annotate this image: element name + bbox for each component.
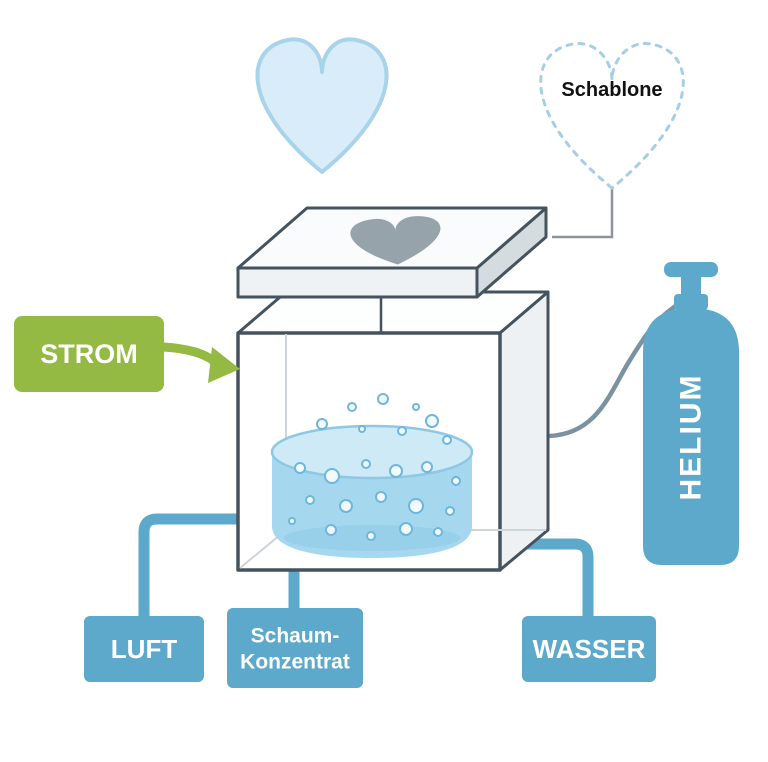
valve-stem [681,274,701,300]
strom-label: STROM [40,339,138,369]
strom-arrow-shaft [158,342,219,366]
lid [236,206,548,299]
luft-rect [84,616,204,682]
schaum-label-line2: Konzentrat [240,651,350,674]
wasser-pipe [520,538,594,618]
schaum-rect [227,608,363,688]
luft-pipe [138,513,248,618]
strom-arrowhead-icon [208,347,240,383]
wasser-label: WASSER [533,634,646,664]
strom-box: STROM [14,316,240,392]
wasser-rect [522,616,656,682]
dashed-heart-icon [539,42,685,190]
liquid [270,393,474,558]
strom-rect [14,316,164,392]
luft-box: LUFT [84,616,204,682]
cylinder-body [643,308,739,565]
heart-icon [255,37,389,174]
valve-handle [664,262,718,277]
stencil: Schablone [539,42,685,190]
tank-right-face [498,290,550,572]
stencil-connector-line [552,186,614,239]
bubbles [288,393,461,541]
schaum-label-line1: Schaum- [251,625,340,648]
helium-cylinder: HELIUM [643,262,739,565]
schaum-konzentrat-box: Schaum- Konzentrat [227,608,363,688]
stencil-label: Schablone [561,79,662,101]
helium-label: HELIUM [675,374,708,501]
valve-collar [674,294,708,310]
lid-front-face [236,266,479,299]
heart-cutout-icon [350,216,441,265]
luft-label: LUFT [111,634,178,664]
wasser-box: WASSER [522,616,656,682]
